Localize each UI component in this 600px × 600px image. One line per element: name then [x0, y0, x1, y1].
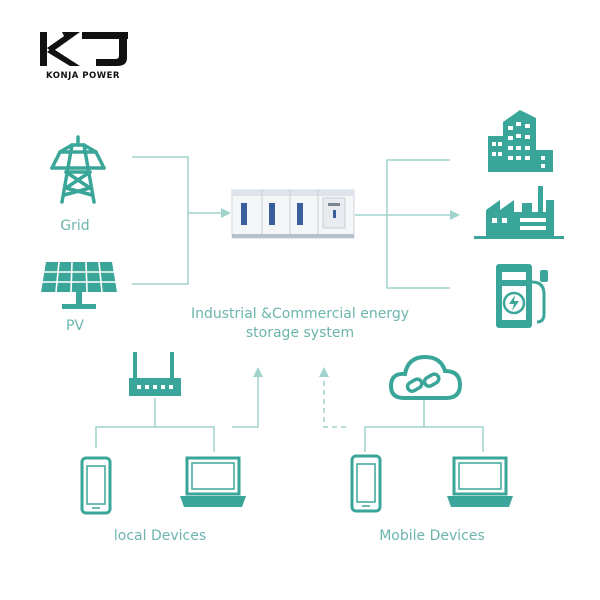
laptop-icon: [180, 456, 246, 507]
arrowheads: [221, 208, 460, 377]
phone-icon: [80, 456, 112, 515]
ev-charger-icon: [496, 264, 548, 328]
local-devices-label: local Devices: [113, 528, 207, 544]
solar-panel-icon: [41, 261, 117, 309]
connection-lines: [95, 156, 484, 452]
system-label-line2: storage system: [245, 325, 355, 341]
mobile-devices-label: Mobile Devices: [379, 528, 485, 544]
arrow-to-system: [221, 208, 231, 218]
router-icon: [129, 352, 181, 396]
arrow-to-loads: [450, 210, 460, 220]
grid-label: Grid: [60, 218, 90, 234]
logo-text: KONJA POWER: [46, 71, 120, 81]
grid-tower-icon: [50, 135, 106, 204]
arrow-up-mobile: [319, 367, 329, 377]
phone-icon: [350, 454, 382, 513]
arrow-up-local: [253, 367, 263, 377]
pv-label: PV: [65, 318, 85, 334]
office-building-icon: [488, 110, 553, 172]
cloud-link-icon: [388, 354, 463, 400]
energy-storage-cabinet-image: [231, 189, 355, 239]
konja-power-logo: [40, 32, 128, 66]
factory-icon: [474, 186, 564, 239]
system-label-line1: Industrial &Commercial energy: [191, 306, 409, 322]
laptop-icon: [447, 456, 513, 507]
